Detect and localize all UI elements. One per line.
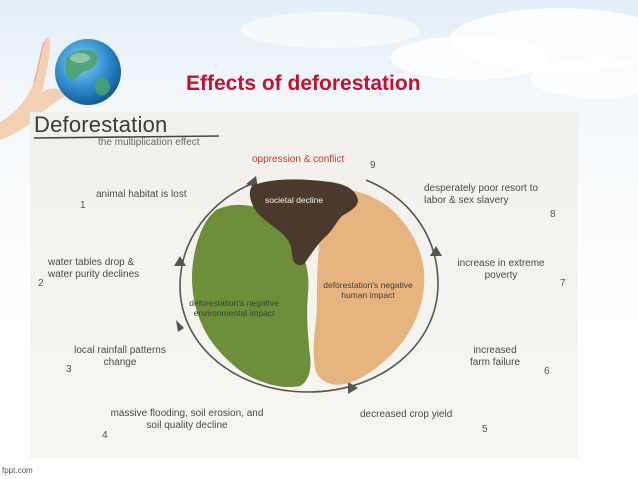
effect-number-7: 7 [560, 278, 566, 289]
environmental-impact-label: deforestation's negative environmental i… [188, 298, 280, 318]
footer-brand: fppt.com [2, 466, 33, 475]
effect-label-1: animal habitat is lost [96, 189, 187, 201]
effect-label-2: water tables drop & water purity decline… [48, 257, 160, 281]
effect-number-6: 6 [544, 366, 550, 377]
slide-title: Effects of deforestation [186, 72, 421, 96]
effect-label-6: increased farm failure [462, 345, 528, 369]
effect-label-7: increase in extreme poverty [456, 258, 546, 282]
effect-number-9: 9 [370, 160, 376, 171]
effect-number-1: 1 [80, 200, 86, 211]
effect-number-3: 3 [66, 364, 72, 375]
effect-number-8: 8 [550, 209, 556, 220]
effect-label-8: desperately poor resort to labor & sex s… [424, 183, 542, 207]
diagram-subheading: the multiplication effect [98, 137, 200, 148]
human-impact-label: deforestation's negative human impact [320, 280, 416, 300]
effect-label-5: decreased crop yield [360, 409, 452, 421]
effect-number-4: 4 [102, 430, 108, 441]
societal-decline-label: societal decline [252, 195, 336, 205]
effect-label-9: oppression & conflict [252, 154, 344, 166]
effect-number-2: 2 [38, 278, 44, 289]
effect-label-4: massive flooding, soil erosion, and soil… [106, 408, 268, 432]
effect-label-3: local rainfall patterns change [70, 345, 170, 369]
arrow-bottom-left [176, 320, 184, 332]
effect-number-5: 5 [482, 424, 488, 435]
